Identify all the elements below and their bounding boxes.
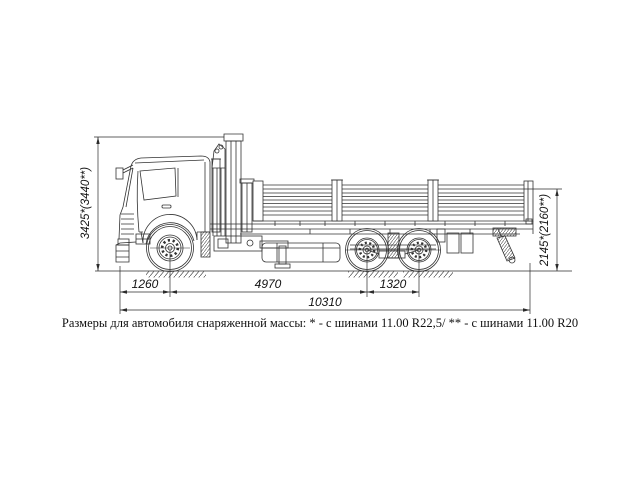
dim-overall-height-label: 3425*(3440**) [80,167,92,239]
ground-line [95,270,572,278]
toolbox-2 [460,232,474,254]
extension-lines [119,250,531,314]
toolbox-1 [446,232,460,254]
bogie-mudflap [387,232,400,259]
balance-beam [378,250,406,259]
rear-mudflap [496,235,516,262]
drawing-caption: Размеры для автомобиля снаряженной массы… [61,316,579,330]
platform-body [252,179,534,226]
cab [115,155,221,263]
dimension-annotations: 3425*(3440**) 2145*(2160**) [80,136,562,314]
front-mudflap [200,231,211,258]
dim-platform-height: 2145*(2160**) [524,188,562,271]
dim-overall-length-label: 10310 [308,295,342,309]
dim-front-overhang-label: 1260 [132,277,159,291]
dim-wheelbase-label: 4970 [255,277,282,291]
dim-overall-length: 10310 [120,295,530,312]
fuel-tank [261,242,341,263]
dim-platform-height-label: 2145*(2160**) [539,194,551,267]
truck-side-view [95,133,572,278]
crane-manipulator [211,133,291,269]
dim-rear-bogie-spacing-label: 1320 [380,277,407,291]
dim-overall-height: 3425*(3440**) [80,136,224,271]
rear-light-panel [492,227,517,237]
dim-row-axles: 1260 4970 1320 [120,277,419,294]
